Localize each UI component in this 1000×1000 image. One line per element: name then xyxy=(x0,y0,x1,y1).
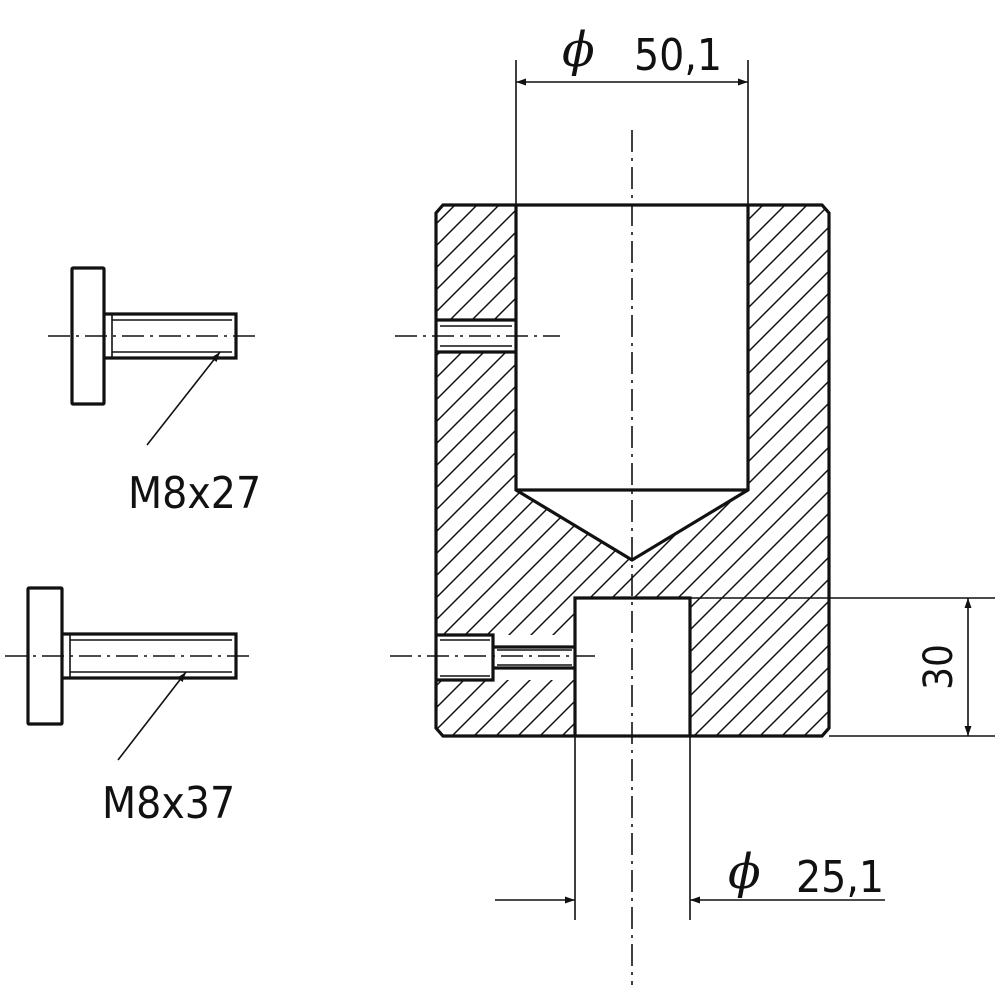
block-outline xyxy=(434,203,831,738)
hole-depth-value: 30 xyxy=(916,644,962,690)
upper-threaded-hole xyxy=(436,318,516,354)
hole-diameter-value: 25,1 xyxy=(796,852,884,903)
lower-threaded-hole xyxy=(436,633,575,682)
hole-diameter-dimension: ϕ 25,1 xyxy=(495,736,885,920)
bore-diameter-value: 50,1 xyxy=(634,30,722,81)
upper-bore-outline xyxy=(514,205,750,562)
screw-m8x27-label: M8x27 xyxy=(128,468,261,519)
screw-m8x37: M8x37 xyxy=(5,586,255,829)
screw-m8x27: M8x27 xyxy=(48,266,261,519)
block-section xyxy=(434,203,831,738)
screw-m8x37-label: M8x37 xyxy=(102,778,235,829)
depth-dimension: 30 xyxy=(690,597,995,737)
leader-arrow xyxy=(117,671,187,761)
block-hatching xyxy=(436,205,829,736)
diameter-symbol-icon: ϕ xyxy=(562,22,595,78)
diameter-symbol-icon: ϕ xyxy=(728,844,761,900)
leader-arrow xyxy=(146,351,221,446)
bore-diameter-dimension: ϕ 50,1 xyxy=(515,22,749,205)
center-lines xyxy=(390,130,633,985)
